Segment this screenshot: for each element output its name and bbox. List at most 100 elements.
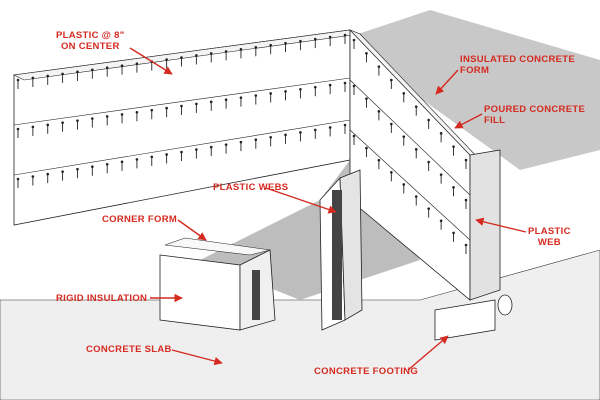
label-poured-line2: FILL: [484, 115, 506, 126]
plastic-web-dot: [352, 38, 356, 42]
plastic-web-dot: [61, 72, 64, 76]
plastic-web-dot: [390, 122, 393, 126]
plastic-web-dot: [390, 171, 393, 174]
plastic-web-dot: [180, 56, 183, 59]
plastic-web-dot: [105, 162, 109, 166]
concrete-footing: [434, 294, 513, 341]
plastic-web-dot: [91, 117, 94, 120]
plastic-web-dot: [239, 96, 243, 99]
plastic-web-dot: [31, 175, 35, 178]
label-icf-line2: FORM: [460, 65, 490, 76]
plastic-web-dot: [46, 74, 50, 78]
label-plastic-web-line1: PLASTIC: [528, 226, 571, 237]
plastic-web-dot: [365, 97, 368, 100]
plastic-web-dot: [195, 54, 198, 57]
plastic-web-dot: [135, 158, 139, 161]
plastic-web-dot: [352, 134, 356, 138]
plastic-web-dot: [180, 150, 183, 154]
label-plastic-spacing-line2: ON CENTER: [60, 41, 120, 52]
plastic-web-dot: [313, 85, 317, 89]
label-poured-line1: POURED CONCRETE: [484, 104, 586, 115]
plastic-web-column: [319, 169, 363, 331]
plastic-web-dot: [427, 160, 430, 164]
plastic-web-dot: [195, 102, 198, 106]
plastic-web-dot: [269, 43, 272, 47]
plastic-web-dot: [46, 172, 50, 176]
plastic-web-dot: [284, 90, 287, 93]
ticks-back-low: [16, 123, 347, 188]
plastic-web-dot: [105, 115, 109, 118]
plastic-web-dot: [254, 94, 258, 97]
plastic-web-dot: [452, 231, 455, 235]
plastic-web-dot: [150, 108, 154, 112]
plastic-web-dot: [427, 118, 430, 122]
ticks-right-low: [352, 134, 468, 254]
label-corner-form: CORNER FORM: [102, 214, 178, 225]
ticks-back-mid: [16, 81, 347, 138]
plastic-web-dot: [224, 143, 228, 146]
plastic-web-dot: [402, 135, 406, 138]
plastic-web-dot: [76, 70, 79, 74]
plastic-web-dot: [343, 81, 347, 85]
right-wall: [349, 29, 501, 301]
plastic-web-dot: [76, 167, 79, 171]
plastic-web-dot: [284, 133, 287, 137]
plastic-web-dot: [31, 76, 35, 80]
plastic-web-dot: [180, 104, 183, 108]
label-poured-concrete-fill: POURED CONCRETE FILL: [484, 104, 585, 126]
plastic-web-dot: [402, 183, 406, 186]
plastic-web-dot: [390, 78, 393, 82]
arrows: [129, 47, 527, 371]
plastic-web-dot: [165, 153, 168, 156]
plastic-web-dot: [464, 158, 468, 162]
plastic-web-dot: [165, 58, 168, 61]
plastic-web-dot: [209, 52, 213, 55]
label-concrete-footing: CONCRETE FOOTING: [314, 366, 419, 377]
plastic-web-dot: [343, 33, 347, 37]
plastic-web-dot: [402, 92, 406, 95]
plastic-web-dot: [439, 219, 443, 223]
label-icf-line1: INSULATED CONCRETE: [460, 54, 576, 65]
plastic-web-dot: [254, 45, 258, 49]
plastic-web-dot: [343, 123, 347, 127]
plastic-web-dot: [150, 155, 154, 159]
plastic-web-dot: [414, 195, 418, 198]
plastic-web-dot: [365, 146, 368, 150]
back-wall: [12, 29, 362, 226]
plastic-web-dot: [328, 35, 332, 39]
label-plastic-web-line2: WEB: [537, 237, 561, 248]
corner-form: [159, 237, 276, 331]
label-concrete-slab: CONCRETE SLAB: [86, 344, 172, 355]
plastic-web-dot: [439, 173, 443, 176]
plastic-web-dot: [120, 64, 124, 67]
plastic-web-dot: [165, 106, 168, 110]
plastic-web-dot: [254, 138, 258, 142]
plastic-web-dot: [46, 123, 50, 127]
plastic-web-dot: [452, 186, 455, 189]
plastic-web-dot: [224, 98, 228, 102]
ticks-right-mid: [352, 84, 468, 209]
plastic-web-dot: [328, 83, 332, 87]
plastic-web-dot: [105, 66, 109, 70]
plastic-web-dot: [135, 110, 139, 114]
plastic-web-dot: [239, 140, 243, 144]
plastic-web-dot: [464, 198, 468, 202]
plastic-web-dot: [91, 165, 94, 169]
plastic-web-dot: [313, 128, 317, 132]
plastic-web-dot: [299, 39, 302, 43]
plastic-web-dot: [224, 50, 228, 53]
plastic-web-dot: [16, 127, 20, 131]
label-rigid-insulation: RIGID INSULATION: [56, 293, 148, 304]
plastic-web-dot: [313, 37, 317, 41]
plastic-web-dot: [120, 160, 124, 164]
plastic-web-dot: [365, 52, 368, 55]
plastic-web-dot: [352, 84, 356, 88]
plastic-web-dot: [427, 207, 430, 210]
ticks-right-top: [352, 38, 468, 169]
plastic-web-dot: [135, 62, 139, 65]
plastic-web-dot: [269, 92, 272, 95]
plastic-web-dot: [91, 68, 94, 72]
plastic-web-dot: [195, 148, 198, 151]
plastic-web-dot: [439, 132, 443, 135]
